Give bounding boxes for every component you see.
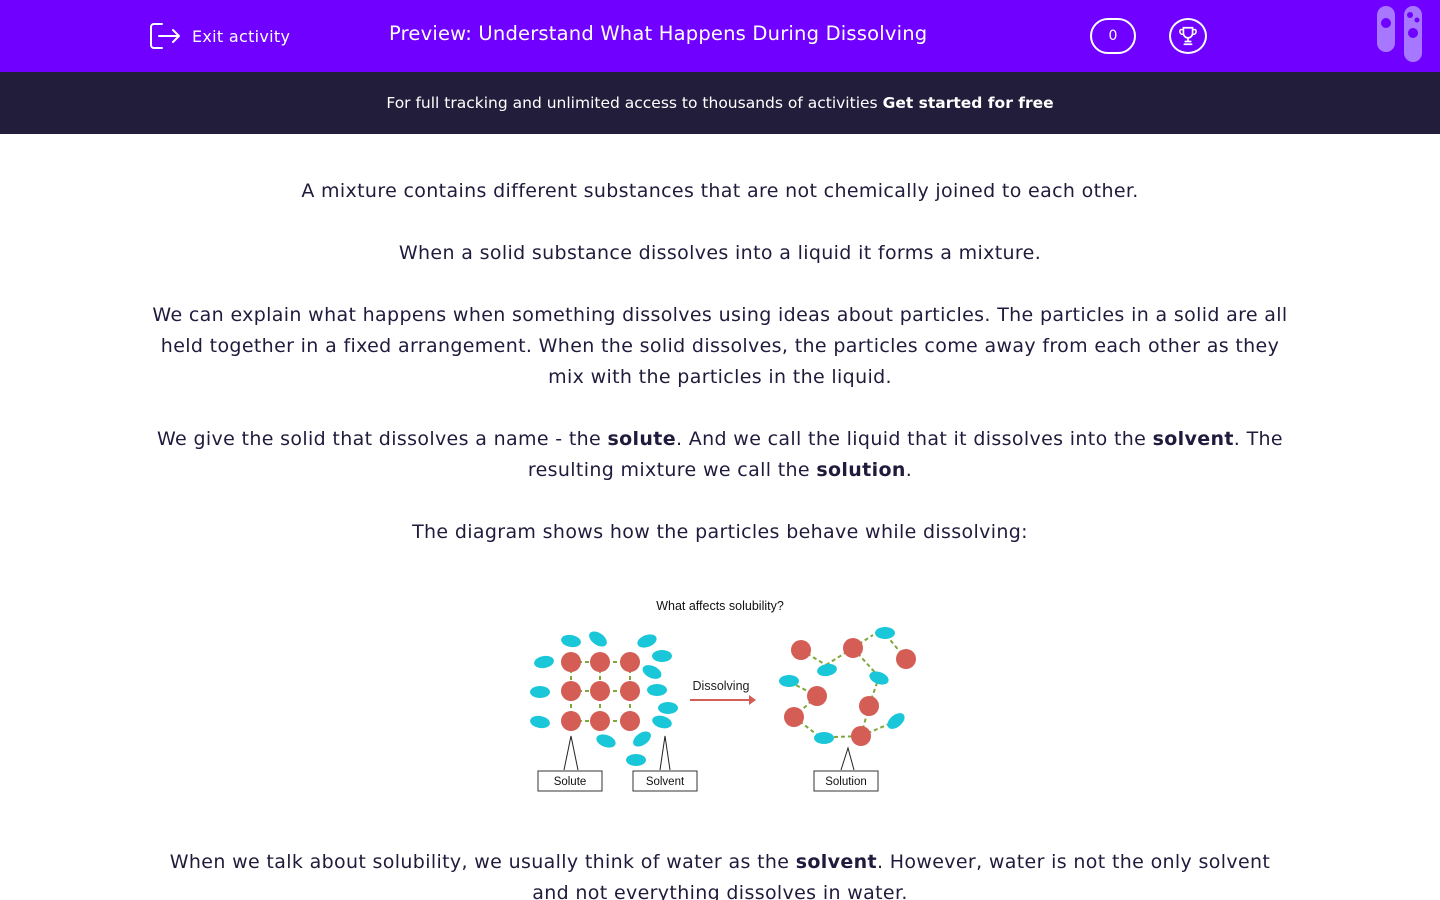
label-solute-box: Solute [537, 770, 603, 792]
term-solvent: solvent [795, 851, 877, 873]
dissolving-arrow-label: Dissolving [693, 679, 750, 693]
text-fragment: When we talk about solubility, we usuall… [169, 851, 796, 873]
label-solute: Solute [554, 776, 587, 788]
banner-text: For full tracking and unlimited access t… [386, 94, 878, 112]
solution-solute-particles [784, 638, 916, 746]
solvent-particles [530, 631, 678, 766]
term-solvent: solvent [1152, 428, 1234, 450]
lesson-content: A mixture contains different substances … [150, 176, 1290, 579]
paragraph-particles: We can explain what happens when somethi… [152, 304, 1288, 388]
text-fragment: . [905, 459, 913, 481]
label-solution: Solution [825, 776, 867, 788]
exit-activity-button[interactable]: Exit activity [148, 20, 290, 52]
label-solvent: Solvent [646, 776, 685, 788]
trophy-icon [1179, 26, 1197, 46]
get-started-link[interactable]: Get started for free [882, 94, 1054, 112]
diagram-title: What affects solubility? [656, 599, 784, 613]
solution-solvent-particles [779, 627, 905, 744]
question-counter: 0 [1090, 18, 1136, 54]
paragraph-diagram-intro: The diagram shows how the particles beha… [412, 521, 1028, 543]
page-title: Preview: Understand What Happens During … [389, 22, 928, 45]
edplace-logo-icon [1377, 6, 1422, 62]
dissolving-arrow-icon [690, 695, 756, 705]
label-solution-box: Solution [813, 770, 879, 792]
dissolving-diagram: What affects solubility? Dissolving [468, 584, 972, 812]
callout-lines [563, 735, 855, 771]
trophy-button[interactable] [1169, 18, 1207, 54]
solute-particles [561, 652, 640, 731]
text-fragment: . And we call the liquid that it dissolv… [675, 428, 1153, 450]
paragraph-mixture: A mixture contains different substances … [301, 180, 1139, 202]
paragraph-solubility: When we talk about solubility, we usuall… [150, 847, 1290, 900]
paragraph-dissolves: When a solid substance dissolves into a … [398, 242, 1042, 264]
access-banner: For full tracking and unlimited access t… [0, 72, 1440, 134]
term-solution: solution [816, 459, 906, 481]
exit-icon [150, 23, 180, 49]
text-fragment: . The resulting mixture we call the [527, 428, 1283, 481]
term-solute: solute [607, 428, 676, 450]
text-fragment: We give the solid that dissolves a name … [157, 428, 608, 450]
paragraph-definitions: We give the solid that dissolves a name … [150, 424, 1290, 486]
exit-activity-label: Exit activity [192, 26, 291, 46]
label-solvent-box: Solvent [632, 770, 698, 792]
top-bar: Exit activity Preview: Understand What H… [0, 0, 1440, 72]
text-fragment: . However, water is not the only solvent… [532, 851, 1271, 900]
